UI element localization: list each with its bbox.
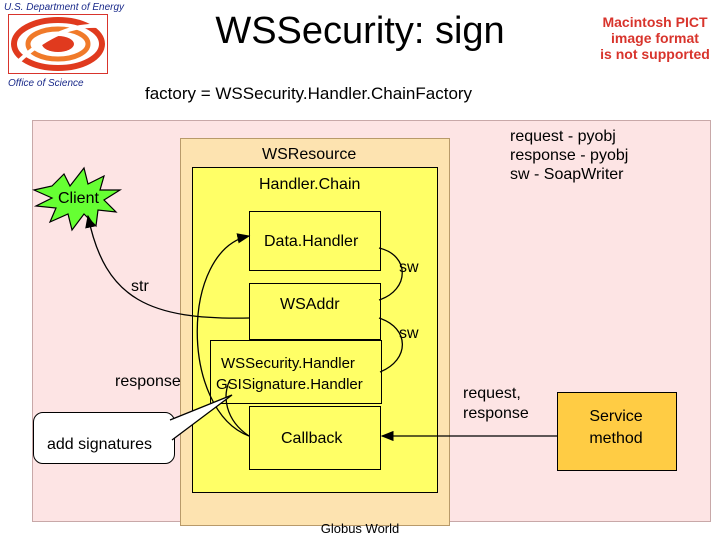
wssecurity-line-1: WSSecurity.Handler [221, 355, 355, 372]
sw-arc-1 [378, 247, 403, 301]
callout-pointer [169, 394, 233, 441]
wsresource-label: WSResource [262, 146, 357, 163]
legend: request - pyobj response - pyobj sw - So… [510, 127, 628, 184]
data-handler-box [249, 211, 381, 271]
client-starburst [32, 166, 123, 232]
doe-logo [7, 13, 109, 75]
wsaddr-label: WSAddr [280, 296, 340, 313]
page-title: WSSecurity: sign [215, 10, 505, 52]
callback-label: Callback [281, 430, 343, 447]
data-handler-label: Data.Handler [264, 233, 359, 250]
factory-subtitle: factory = WSSecurity.Handler.ChainFactor… [145, 84, 473, 103]
str-label: str [131, 278, 149, 295]
handler-chain-label: Handler.Chain [259, 176, 361, 193]
add-signatures-callout [33, 412, 175, 464]
str-arrow [85, 214, 250, 319]
pict-notice-line-3: is not supported [600, 46, 710, 62]
org-name-bottom: Office of Science [8, 78, 84, 89]
sw-label-1: sw [399, 259, 419, 276]
wsaddr-box [249, 283, 381, 340]
service-line-1: Service [589, 408, 643, 425]
request-response-line-2: response [463, 405, 529, 422]
callback-box [249, 406, 381, 470]
legend-line-1: request - pyobj [510, 128, 616, 145]
inner-arc [225, 379, 250, 437]
sw-arc-2 [378, 317, 404, 373]
pict-notice-line-1: Macintosh PICT [602, 14, 708, 30]
client-label: Client [58, 190, 99, 207]
request-response-line-1: request, [463, 385, 521, 402]
footer-text: Globus World [320, 521, 400, 536]
legend-line-3: sw - SoapWriter [510, 166, 624, 183]
legend-line-2: response - pyobj [510, 147, 629, 164]
wssecurity-handler-box [210, 340, 382, 404]
add-signatures-label: add signatures [47, 436, 152, 453]
response-arc [196, 233, 251, 437]
org-name-top: U.S. Department of Energy [4, 2, 125, 13]
service-line-2: method [589, 430, 643, 447]
wssecurity-line-2: GSISignature.Handler [216, 376, 363, 393]
service-method-box [557, 392, 677, 471]
response-label: response [115, 373, 181, 390]
pict-notice: Macintosh PICT image format is not suppo… [590, 14, 720, 62]
pict-notice-line-2: image format [611, 30, 699, 46]
sw-label-2: sw [399, 325, 419, 342]
